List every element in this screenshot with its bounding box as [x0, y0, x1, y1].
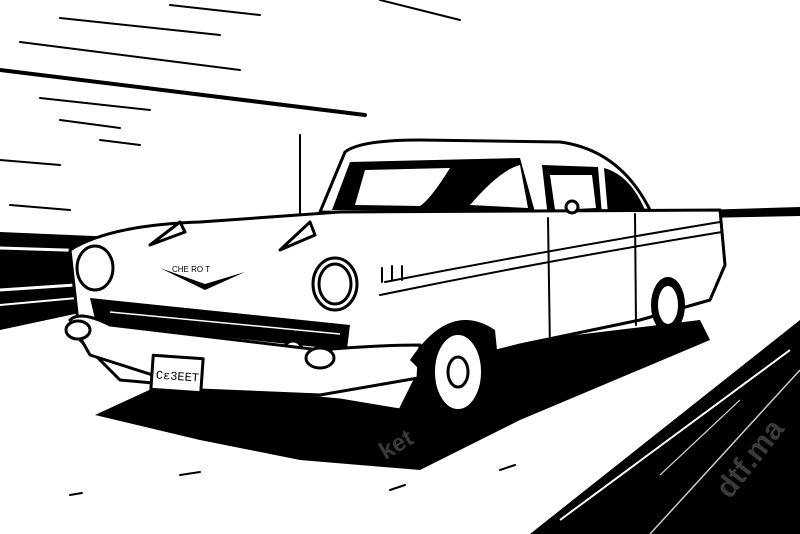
road: dtf.ma [530, 320, 800, 534]
car: CHE RO T Cε3EET [64, 138, 727, 422]
license-plate [149, 353, 205, 395]
horizon-stripe [700, 207, 800, 218]
hood-emblem: CHE RO T [172, 265, 210, 274]
side-window-rear [604, 168, 645, 214]
speed-lines [0, 0, 461, 216]
road-dashes [69, 464, 516, 496]
license-plate-text: Cε3EET [155, 369, 199, 386]
